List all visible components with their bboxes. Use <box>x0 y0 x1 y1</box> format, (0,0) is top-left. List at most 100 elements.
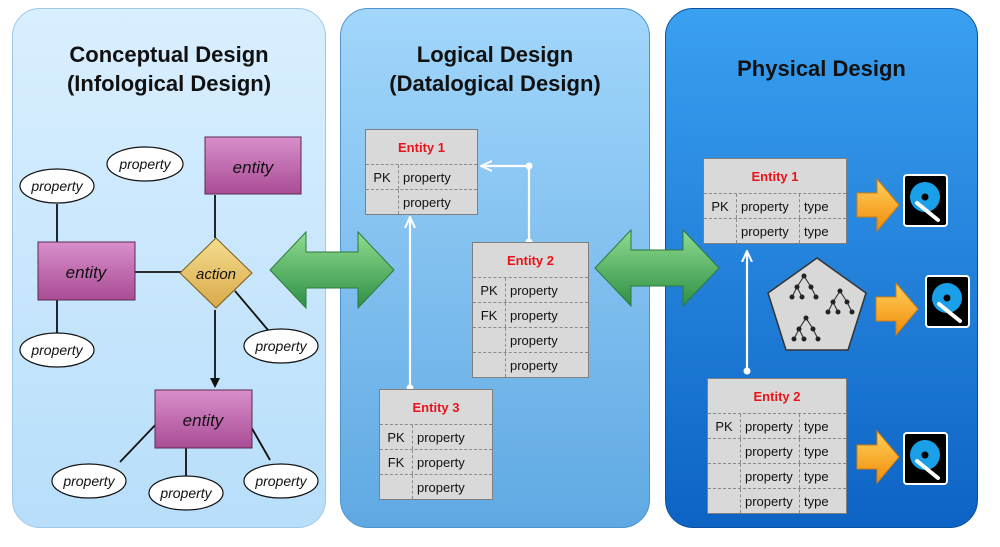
link-end-dot <box>525 162 533 170</box>
key-cell <box>473 328 506 352</box>
entity-box <box>37 241 136 301</box>
table-title: Entity 1 <box>398 139 445 155</box>
column-cell: property <box>745 443 793 459</box>
connector-line <box>119 419 161 463</box>
entity-label: entity <box>183 411 225 430</box>
column-cell: property <box>417 479 465 495</box>
property-ellipse <box>148 475 224 511</box>
property-ellipse <box>51 463 127 499</box>
panel-title-line-2: (Datalogical Design) <box>389 71 601 96</box>
physical-table-entity-1: Entity 1 PK property type property type <box>703 158 847 244</box>
property-ellipse <box>106 146 184 182</box>
key-cell <box>708 464 741 488</box>
entity-label: entity <box>233 158 275 177</box>
type-cell: type <box>799 414 846 438</box>
column-cell: property <box>510 357 558 373</box>
table-row: PK property <box>380 424 492 449</box>
type-cell: type <box>799 439 846 463</box>
table-row: property type <box>708 463 846 488</box>
table-row: PK property type <box>708 413 846 438</box>
table-row: property <box>473 327 588 352</box>
table-row: FK property <box>473 302 588 327</box>
property-label: property <box>62 473 115 489</box>
table-row: property type <box>708 488 846 513</box>
action-label: action <box>196 266 236 283</box>
property-ellipse <box>19 332 95 368</box>
entity-box <box>154 389 253 449</box>
key-cell <box>473 353 506 377</box>
table-row: FK property <box>380 449 492 474</box>
hard-disk-icon <box>903 432 948 485</box>
link-end-dot <box>743 367 751 375</box>
key-cell: FK <box>473 303 506 327</box>
column-cell: property <box>745 468 793 484</box>
column-cell: property <box>417 429 465 445</box>
foreign-key-link <box>482 166 531 242</box>
table-title: Entity 3 <box>412 399 460 415</box>
table-title: Entity 2 <box>753 388 801 404</box>
key-cell <box>704 219 737 243</box>
property-label: property <box>159 485 212 501</box>
property-label: property <box>30 178 83 194</box>
key-cell <box>366 190 399 214</box>
column-cell: property <box>741 198 789 214</box>
type-cell: type <box>799 464 846 488</box>
hard-disk-icon <box>925 275 970 328</box>
column-cell: property <box>417 454 465 470</box>
key-cell: PK <box>473 278 506 302</box>
column-cell: property <box>403 169 451 185</box>
property-ellipse <box>19 168 95 204</box>
property-label: property <box>118 156 171 172</box>
action-diamond <box>179 237 253 309</box>
right-arrow-icon <box>856 429 900 485</box>
entity-box <box>204 136 302 195</box>
hard-disk-icon <box>903 174 948 227</box>
table-row: property <box>366 189 477 214</box>
logical-table-entity-1: Entity 1 PK property property <box>365 129 478 215</box>
panel-title-line-1: Conceptual Design <box>69 42 269 67</box>
connector-line <box>249 424 271 461</box>
column-cell: property <box>510 282 558 298</box>
panel-title-line-1: Logical Design <box>416 42 574 67</box>
table-row: PK property type <box>704 193 846 218</box>
key-cell: PK <box>380 425 413 449</box>
key-cell <box>708 489 741 513</box>
type-cell: type <box>799 194 846 218</box>
double-arrow-icon <box>594 228 720 308</box>
property-ellipse <box>243 463 319 499</box>
logical-table-entity-3: Entity 3 PK property FK property propert… <box>379 389 493 500</box>
table-title: Entity 1 <box>751 168 799 184</box>
key-cell <box>708 439 741 463</box>
type-cell: type <box>799 219 846 243</box>
type-cell: type <box>799 489 846 513</box>
column-cell: property <box>510 332 558 348</box>
physical-table-entity-2: Entity 2 PK property type property type … <box>707 378 847 514</box>
right-arrow-icon <box>875 281 919 337</box>
table-row: PK property <box>473 277 588 302</box>
key-cell: FK <box>380 450 413 474</box>
column-cell: property <box>510 307 558 323</box>
column-cell: property <box>745 493 793 509</box>
table-row: property <box>473 352 588 377</box>
property-label: property <box>254 338 307 354</box>
right-arrow-icon <box>856 177 900 233</box>
panel-title: Physical Design <box>737 56 906 81</box>
key-cell: PK <box>704 194 737 218</box>
property-label: property <box>254 473 307 489</box>
column-cell: property <box>741 223 789 239</box>
table-row: property <box>380 474 492 499</box>
entity-label: entity <box>66 263 108 282</box>
property-label: property <box>30 342 83 358</box>
key-cell: PK <box>366 165 399 189</box>
double-arrow-icon <box>269 230 395 310</box>
logical-table-entity-2: Entity 2 PK property FK property propert… <box>472 242 589 378</box>
table-title: Entity 2 <box>507 252 554 268</box>
property-ellipse <box>243 328 319 364</box>
btree-index-icon <box>767 257 867 351</box>
connector-line <box>234 290 269 331</box>
table-row: PK property <box>366 164 477 189</box>
panel-title-line-2: (Infological Design) <box>66 71 272 96</box>
key-cell <box>380 475 413 499</box>
key-cell: PK <box>708 414 741 438</box>
